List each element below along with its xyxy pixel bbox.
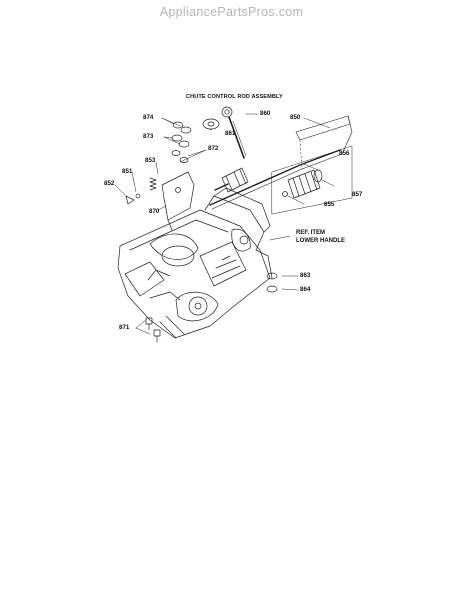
callout-860: 860 xyxy=(260,110,271,117)
callout-852: 852 xyxy=(104,180,115,187)
diagram-title: CHUTE CONTROL ROD ASSEMBLY xyxy=(186,94,283,100)
handle-grip xyxy=(287,169,323,199)
washer-stack xyxy=(171,121,192,163)
mounting-bracket xyxy=(161,171,195,231)
callout-863: 863 xyxy=(300,272,311,279)
callout-870: 870 xyxy=(149,208,160,215)
snowthrower-housing xyxy=(117,187,273,339)
callout-871: 871 xyxy=(119,324,130,331)
callout-874: 874 xyxy=(143,114,154,121)
spring-and-pin xyxy=(125,177,157,205)
callout-861: 861 xyxy=(225,130,236,137)
callout-855: 855 xyxy=(324,201,335,208)
watermark: AppliancePartsPros.com xyxy=(159,5,304,19)
leader-lines xyxy=(114,113,335,335)
ref-item-line1: REF. ITEM xyxy=(296,230,326,236)
callout-850: 850 xyxy=(290,114,301,121)
eye-bolt xyxy=(221,106,247,159)
knob-washer xyxy=(202,118,220,130)
callout-853: 853 xyxy=(145,157,156,164)
callout-857: 857 xyxy=(352,191,363,198)
washer-863 xyxy=(266,272,278,280)
callout-872: 872 xyxy=(208,145,219,152)
callout-864: 864 xyxy=(300,286,311,293)
callout-851: 851 xyxy=(122,168,133,175)
ref-item-note: REF. ITEM LOWER HANDLE xyxy=(296,230,345,245)
bolts-871 xyxy=(145,317,161,343)
callout-873: 873 xyxy=(143,133,154,140)
washer-864 xyxy=(266,285,278,293)
small-washer-855 xyxy=(282,191,288,197)
chute-control-rod xyxy=(209,115,353,210)
rod-clevis xyxy=(214,167,249,193)
ref-item-line2: LOWER HANDLE xyxy=(296,237,345,244)
callout-856: 856 xyxy=(339,150,350,157)
